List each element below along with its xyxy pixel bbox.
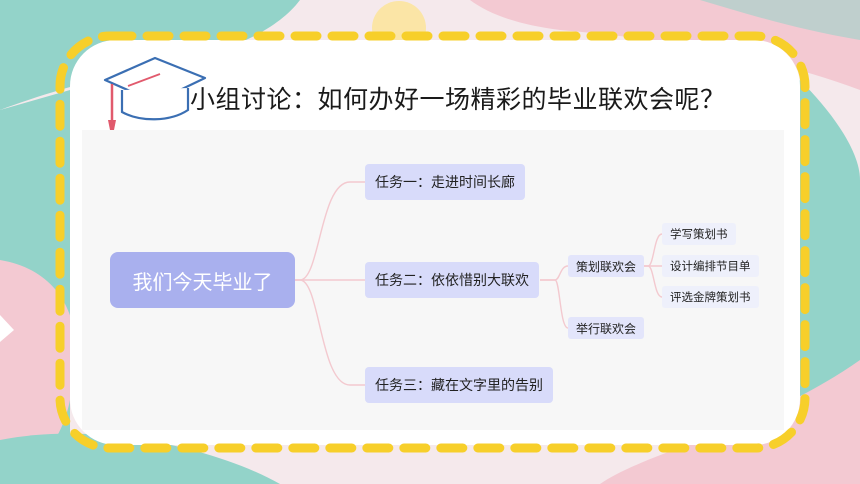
slide-title: 小组讨论：如何办好一场精彩的毕业联欢会呢？ <box>190 85 726 114</box>
mindmap-sub-plan-party: 策划联欢会 <box>568 255 645 277</box>
mindmap-task-1: 任务一：走进时间长廊 <box>365 164 525 200</box>
graduation-cap-icon <box>103 56 207 130</box>
mindmap-sub-hold-party: 举行联欢会 <box>568 317 645 339</box>
mindmap-root: 我们今天毕业了 <box>110 252 295 308</box>
mindmap-task-2: 任务二：依依惜别大联欢 <box>365 262 539 298</box>
mindmap-leaf-write-plan: 学写策划书 <box>662 223 736 245</box>
mindmap-task-3: 任务三：藏在文字里的告别 <box>365 367 553 403</box>
mindmap-leaf-program-list: 设计编排节目单 <box>662 255 759 277</box>
mindmap-leaf-best-plan: 评选金牌策划书 <box>662 286 759 308</box>
